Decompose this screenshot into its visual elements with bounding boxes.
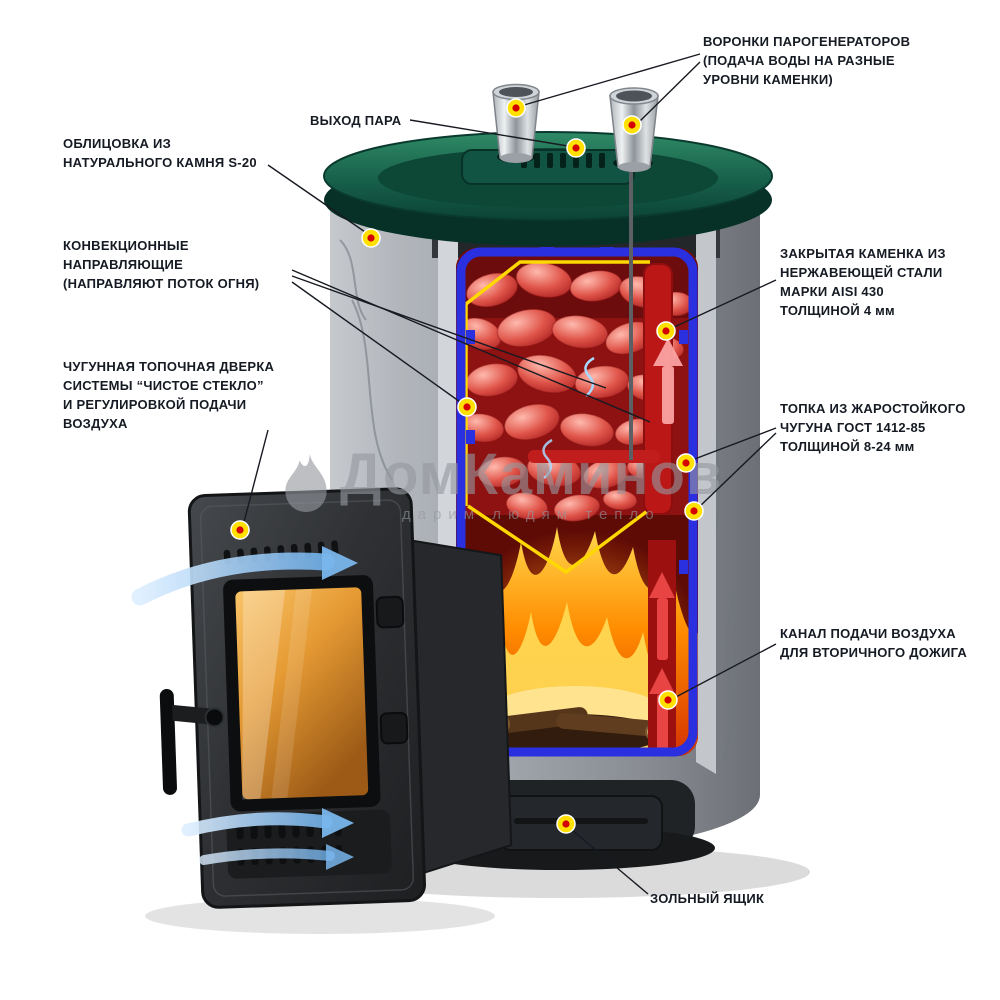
door-handle: [159, 688, 225, 795]
airflow-arrow-bottom-2: [199, 848, 335, 865]
door-hinge-top: [375, 595, 405, 629]
airflow-arrow-top: [131, 552, 335, 606]
label-cast-iron-door: ЧУГУННАЯ ТОПОЧНАЯ ДВЕРКА СИСТЕМЫ “ЧИСТОЕ…: [63, 359, 275, 431]
label-steam-funnels: ВОРОНКИ ПАРОГЕНЕРАТОРОВ (ПОДАЧА ВОДЫ НА …: [703, 34, 911, 87]
firebox-door: [159, 487, 513, 909]
glass-glare-2: [271, 588, 313, 799]
airflow-arrows: [131, 546, 358, 870]
steam-flow-arrow: [653, 338, 683, 424]
flame-logo-icon: [285, 453, 327, 512]
label-firebox: ТОПКА ИЗ ЖАРОСТОЙКОГО ЧУГУНА ГОСТ 1412-8…: [780, 401, 966, 454]
label-closed-kamenka: ЗАКРЫТАЯ КАМЕНКА ИЗ НЕРЖАВЕЮЩЕЙ СТАЛИ МА…: [780, 246, 946, 318]
glass-glare: [242, 589, 286, 800]
label-ash-box: ЗОЛЬНЫЙ ЯЩИК: [650, 891, 765, 906]
secondary-air-channel: [648, 540, 676, 756]
label-stone-cladding: ОБЛИЦОВКА ИЗ НАТУРАЛЬНОГО КАМНЯ S-20: [63, 136, 257, 170]
top-slab: [323, 131, 773, 246]
interior-cutaway: [456, 247, 698, 757]
airflow-arrowhead-bottom-1: [322, 808, 354, 838]
label-steam-outlet: ВЫХОД ПАРА: [310, 113, 402, 128]
door-hinge-bottom: [379, 711, 409, 745]
watermark: ДомКаминов дарим людям тепло: [280, 446, 723, 523]
water-pipe: [528, 450, 660, 463]
watermark-tagline: дарим людям тепло: [401, 506, 661, 523]
steam-tube-rod: [629, 160, 633, 460]
glass-window: [235, 587, 369, 800]
label-convection-guides: КОНВЕКЦИОННЫЕ НАПРАВЛЯЮЩИЕ (НАПРАВЛЯЮТ П…: [63, 238, 260, 291]
airflow-arrowhead-bottom-2: [326, 844, 354, 870]
steam-funnel-right: [609, 87, 659, 172]
airflow-arrowhead-top: [322, 546, 358, 580]
airflow-arrow-bottom-1: [181, 812, 333, 837]
air-flow-arrows-up: [649, 572, 675, 756]
label-air-channel: КАНАЛ ПОДАЧИ ВОЗДУХА ДЛЯ ВТОРИЧНОГО ДОЖИ…: [780, 626, 968, 660]
ash-drawer: [499, 795, 663, 851]
steam-funnel-left: [492, 83, 540, 163]
watermark-title: ДомКаминов: [340, 442, 723, 507]
